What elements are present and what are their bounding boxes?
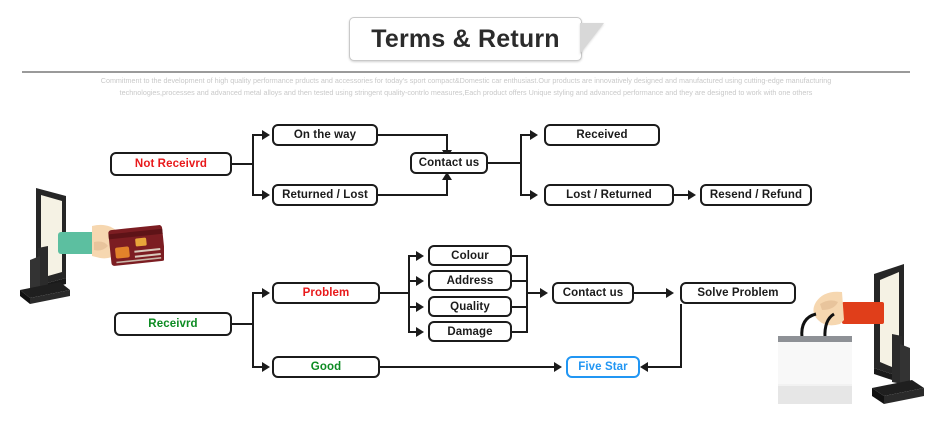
arrow-to-damage — [416, 327, 424, 337]
connector-split-to-returnedlost — [252, 194, 266, 196]
connector-colour-merge — [512, 255, 528, 257]
connector-issue-fan-vertical — [408, 255, 410, 332]
connector-split-vertical-top — [252, 134, 254, 196]
node-not-received[interactable]: Not Receivrd — [110, 152, 232, 176]
connector-split-to-ontheway — [252, 134, 266, 136]
illustration-monitor-credit-card — [14, 186, 166, 304]
node-received-root[interactable]: Receivrd — [114, 312, 232, 336]
node-received[interactable]: Received — [544, 124, 660, 146]
connector-split-to-lost-returned — [520, 194, 534, 196]
arrow-to-on-the-way — [262, 130, 270, 140]
monitor-credit-card-svg — [20, 188, 166, 304]
connector-split-to-problem — [252, 292, 266, 294]
arrow-to-solve-problem — [666, 288, 674, 298]
node-five-star[interactable]: Five Star — [566, 356, 640, 378]
node-issue-quality[interactable]: Quality — [428, 296, 512, 317]
page-title: Terms & Return — [371, 24, 560, 53]
node-returned-lost[interactable]: Returned / Lost — [272, 184, 378, 206]
node-issue-damage[interactable]: Damage — [428, 321, 512, 342]
node-problem[interactable]: Problem — [272, 282, 380, 304]
ribbon-fold-decoration — [580, 23, 604, 54]
node-issue-colour[interactable]: Colour — [428, 245, 512, 266]
intro-paragraph-line-2: technologies,processes and advanced meta… — [119, 88, 813, 97]
connector-solve-down — [680, 304, 682, 367]
arrow-to-received — [530, 130, 538, 140]
page-title-plate: Terms & Return — [349, 17, 582, 61]
connector-upper-right-split — [520, 134, 522, 196]
connector-fan-to-address — [408, 280, 420, 282]
connector-problem-right — [380, 292, 410, 294]
connector-split-to-received — [520, 134, 534, 136]
arrow-up-to-contact-us-upper — [442, 172, 452, 180]
arrow-left-to-five-star — [640, 362, 648, 372]
connector-returnedlost-up — [446, 178, 448, 196]
connector-issues-merge-vertical — [526, 255, 528, 333]
connector-receivedroot-right — [232, 323, 254, 325]
connector-fan-to-quality — [408, 306, 420, 308]
intro-paragraph-line-1: Commitment to the development of high qu… — [100, 76, 832, 85]
connector-not-received-to-split — [232, 163, 254, 165]
connector-good-to-fivestar — [380, 366, 558, 368]
connector-fan-to-colour — [408, 255, 420, 257]
arrow-to-lost-returned — [530, 190, 538, 200]
monitor-shopping-bag-svg — [778, 264, 924, 404]
connector-solve-to-fivestar — [648, 366, 682, 368]
node-contact-us-lower[interactable]: Contact us — [552, 282, 634, 304]
arrow-to-resend-refund — [688, 190, 696, 200]
arrow-to-good — [262, 362, 270, 372]
arrow-to-returned-lost — [262, 190, 270, 200]
node-on-the-way[interactable]: On the way — [272, 124, 378, 146]
connector-ontheway-right — [378, 134, 448, 136]
connector-contactus-to-solve — [634, 292, 670, 294]
connector-lostreturned-to-resend — [674, 194, 692, 196]
connector-contactus-upper-right — [488, 162, 522, 164]
header-band: Terms & Return — [0, 0, 930, 72]
node-resend-refund[interactable]: Resend / Refund — [700, 184, 812, 206]
arrow-to-address — [416, 276, 424, 286]
header-divider — [22, 71, 910, 73]
connector-damage-merge — [512, 331, 528, 333]
connector-quality-merge — [512, 306, 528, 308]
illustration-monitor-shopping-bag — [776, 258, 926, 410]
arrow-to-problem — [262, 288, 270, 298]
connector-merge-to-contactus — [526, 292, 544, 294]
node-solve-problem[interactable]: Solve Problem — [680, 282, 796, 304]
arrow-right-to-five-star — [554, 362, 562, 372]
connector-returnedlost-right — [378, 194, 448, 196]
arrow-to-colour — [416, 251, 424, 261]
connector-address-merge — [512, 280, 528, 282]
arrow-to-contact-us-lower — [540, 288, 548, 298]
node-contact-us-upper[interactable]: Contact us — [410, 152, 488, 174]
connector-ontheway-down — [446, 134, 448, 152]
arrow-to-quality — [416, 302, 424, 312]
connector-received-split-vertical — [252, 292, 254, 368]
node-lost-returned[interactable]: Lost / Returned — [544, 184, 674, 206]
node-good[interactable]: Good — [272, 356, 380, 378]
connector-split-to-good — [252, 366, 266, 368]
node-issue-address[interactable]: Address — [428, 270, 512, 291]
connector-fan-to-damage — [408, 331, 420, 333]
intro-paragraph: Commitment to the development of high qu… — [22, 75, 910, 99]
